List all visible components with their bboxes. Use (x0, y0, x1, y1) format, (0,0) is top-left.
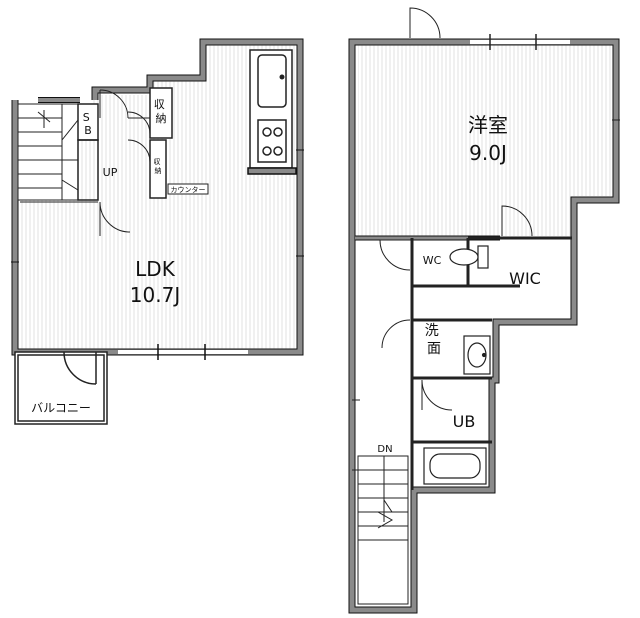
storage-small-label-1: 収 (153, 158, 160, 166)
right-stairs (357, 455, 409, 605)
balcony (14, 351, 108, 425)
wic-label: WIC (509, 269, 541, 288)
balcony-label: バルコニー (31, 401, 91, 415)
ldk-size-label: 10.7J (130, 283, 180, 307)
bathtub (423, 447, 487, 485)
shoebox-label: S B (83, 111, 93, 137)
down-label: DN (377, 444, 392, 455)
hall-doors (352, 239, 453, 471)
storage-label-1: 収 (154, 98, 165, 111)
ldk-door (20, 201, 131, 236)
ldk-windows (11, 149, 304, 360)
wic-door (501, 205, 533, 237)
up-label: UP (103, 166, 118, 179)
washroom-label: 洗 面 (425, 323, 443, 357)
bedroom-top-door (409, 7, 620, 121)
washroom-label-2: 面 (427, 341, 441, 357)
counter-bar (167, 183, 209, 195)
shoebox-label-b: B (84, 124, 92, 137)
ldk-label: LDK (135, 257, 176, 281)
shoebox-label-s: S (83, 111, 90, 124)
washbasin (463, 335, 491, 375)
storage-small-label: 収 納 (153, 158, 162, 175)
wc-label: WC (423, 254, 442, 267)
shoebox-door-swing (99, 89, 151, 163)
storage-label: 収 納 (154, 98, 169, 125)
bath-label: UB (453, 412, 476, 431)
kitchen-counter (247, 49, 297, 175)
bedroom-size-label: 9.0J (469, 141, 507, 165)
wc-fixture (449, 245, 489, 269)
counter-label: カウンター (171, 185, 206, 194)
washroom-label-1: 洗 (425, 323, 439, 339)
right-unit-walls (348, 38, 620, 614)
bedroom-floor (358, 45, 612, 236)
storage-small-label-2: 納 (155, 166, 162, 175)
bedroom-label: 洋室 (468, 113, 508, 137)
left-stairs (17, 103, 79, 201)
labels-layer: LDK 10.7J 洋室 9.0J S B 収 納 収 納 UP カウンター バ… (31, 98, 541, 455)
shoebox-storage-block (77, 87, 173, 201)
storage-label-2: 納 (156, 112, 167, 125)
